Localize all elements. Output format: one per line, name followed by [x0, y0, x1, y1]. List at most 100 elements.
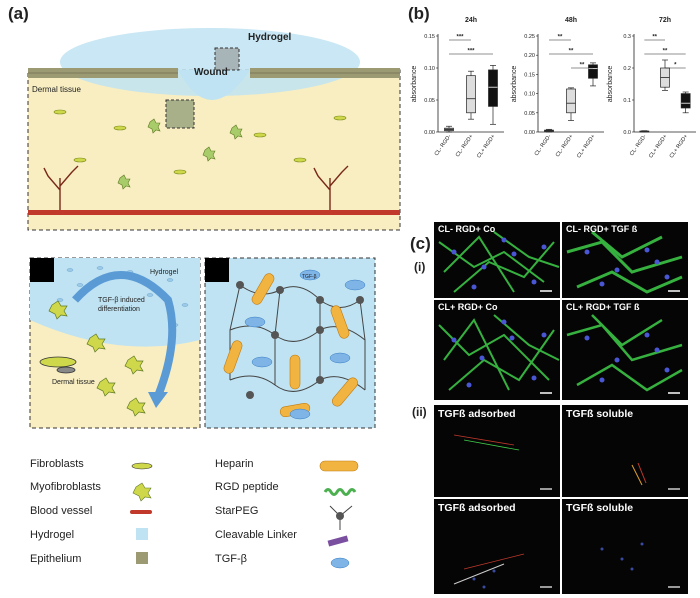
y-tick-label-2-2: 0.2 [623, 66, 631, 72]
x-tick-label-1-0: CL- RGD- [534, 134, 553, 158]
y-tick-label-1-2: 0.10 [524, 92, 535, 98]
inset-myofibroblasts [48, 300, 146, 417]
micrograph-ii-2-image [631, 462, 680, 490]
capillary-right [313, 165, 349, 210]
x-tick-label-2-0: CL- RGD- [629, 134, 648, 158]
caption-i-2: CL- RGD+ TGF ß [566, 224, 638, 234]
legend-tgf: TGF-β [215, 553, 247, 565]
inset-fibroblasts [39, 356, 77, 374]
box-0-2 [488, 69, 498, 107]
micrograph-ii-1-image [453, 434, 552, 490]
caption-ii-1: TGFß adsorbed [438, 408, 516, 420]
wound-label: Wound [194, 67, 228, 78]
micrograph-i-1: CL- RGD+ Co [434, 222, 560, 298]
box-1-1 [566, 88, 576, 114]
legend-myofibroblasts: Myofibroblasts [30, 481, 101, 493]
y-tick-label-2-3: 0.3 [623, 34, 631, 40]
caption-ii-4: TGFß soluble [566, 502, 634, 514]
panel-c-label: (c) [410, 234, 431, 253]
box-2-2 [680, 93, 691, 109]
legend-rgd: RGD peptide [215, 481, 279, 493]
row-ii-label: (ii) [412, 405, 427, 419]
caption-ii-3: TGFß adsorbed [438, 502, 516, 514]
x-tick-label-2-1: CL+ RGD+ [648, 134, 669, 160]
blood-vessel [28, 210, 400, 215]
y-tick-label-1-5: 0.25 [524, 34, 535, 40]
sig-label-2-1: ** [663, 49, 668, 55]
sig-label-0-1: *** [467, 49, 475, 55]
row-i-label: (i) [414, 260, 426, 274]
inset-hydrogel-label: Hydrogel [150, 269, 178, 276]
micrograph-i-4-image [566, 314, 683, 394]
legend-rgd-icon [323, 488, 357, 496]
tgf-label: TGF-β [302, 274, 317, 280]
boxplot-title-2: 72h [659, 17, 671, 24]
legend-blood-vessel: Blood vessel [30, 505, 93, 517]
x-tick-label-1-2: CL+ RGD+ [576, 134, 597, 160]
legend-hydrogel-icon [136, 528, 148, 540]
hydrogel-label: Hydrogel [248, 32, 292, 43]
micrograph-i-2: CL- RGD+ TGF ß [562, 222, 688, 298]
legend-tgf-icon [330, 557, 350, 569]
legend-linker: Cleavable Linker [215, 529, 297, 541]
micrograph-i-4: CL+ RGD+ TGF ß [562, 300, 688, 400]
micrograph-i-1-image [438, 231, 560, 293]
zoom-box-top [214, 47, 240, 71]
hydrogel-dome [60, 28, 360, 96]
x-tick-label-0-0: CL- RGD- [434, 134, 453, 158]
sig-label-0-0: *** [456, 35, 464, 41]
micrograph-ii-3-image [453, 553, 552, 589]
caption-ii-2: TGFß soluble [566, 408, 634, 420]
boxplot-ylabel-2: absorbance [607, 66, 614, 103]
legend-starpeg: StarPEG [215, 505, 259, 517]
y-tick-label-1-4: 0.20 [524, 53, 535, 59]
legend-hydrogel: Hydrogel [30, 529, 75, 541]
boxplot-ylabel-1: absorbance [511, 66, 518, 103]
legend-heparin-icon [319, 460, 359, 472]
arrow-label-2: differentiation [98, 306, 140, 313]
y-tick-label-2-0: 0.0 [623, 130, 631, 136]
boxplot-1: 48habsorbance0.000.050.100.150.200.25CL-… [511, 17, 604, 159]
y-tick-label-0-3: 0.15 [424, 34, 435, 40]
legend-heparin: Heparin [215, 458, 254, 470]
panel-a-diagram: Hydrogel Wound Dermal tissue Hydrogel TG… [27, 28, 401, 569]
inset-dermal-label: Dermal tissue [52, 379, 95, 386]
tgf-ellipses [244, 269, 366, 420]
y-tick-label-0-2: 0.10 [424, 66, 435, 72]
boxplot-ylabel-0: absorbance [411, 66, 418, 103]
sig-label-1-0: ** [558, 35, 563, 41]
panel-a-label: (a) [8, 4, 29, 23]
y-tick-label-0-1: 0.05 [424, 98, 435, 104]
zoom-box-left [165, 99, 195, 129]
legend-epithelium: Epithelium [30, 553, 82, 565]
caption-i-1: CL- RGD+ Co [438, 224, 496, 234]
legend-fibroblast-icon [131, 462, 153, 470]
micrograph-ii-4: TGFß soluble [562, 499, 688, 594]
inset-left-hydrogel [30, 258, 200, 347]
micrograph-i-2-image [566, 230, 683, 294]
boxplot-title-0: 24h [465, 17, 477, 24]
inset-left-corner [30, 258, 54, 282]
fibroblast-cells [53, 109, 347, 175]
box-0-1 [466, 75, 476, 114]
capillary-left [43, 165, 79, 210]
y-tick-label-1-1: 0.05 [524, 111, 535, 117]
starpeg-nodes [236, 281, 364, 399]
y-tick-label-0-0: 0.00 [424, 130, 435, 136]
micrograph-i-3: CL+ RGD+ Co [434, 300, 560, 400]
x-tick-label-0-1: CL- RGD+ [455, 134, 475, 159]
dermal-region [27, 69, 401, 231]
x-tick-label-1-1: CL- RGD+ [555, 134, 575, 159]
myofibroblast-cells [117, 118, 243, 190]
sig-label-2-0: ** [652, 35, 657, 41]
legend-icons [130, 460, 359, 569]
x-tick-label-0-2: CL+ RGD+ [476, 134, 497, 160]
legend-epithelium-icon [136, 552, 148, 564]
dermal-label: Dermal tissue [32, 85, 81, 94]
legend-myofibroblast-icon [132, 482, 152, 502]
caption-i-3: CL+ RGD+ Co [438, 302, 498, 312]
y-tick-label-1-3: 0.15 [524, 72, 535, 78]
